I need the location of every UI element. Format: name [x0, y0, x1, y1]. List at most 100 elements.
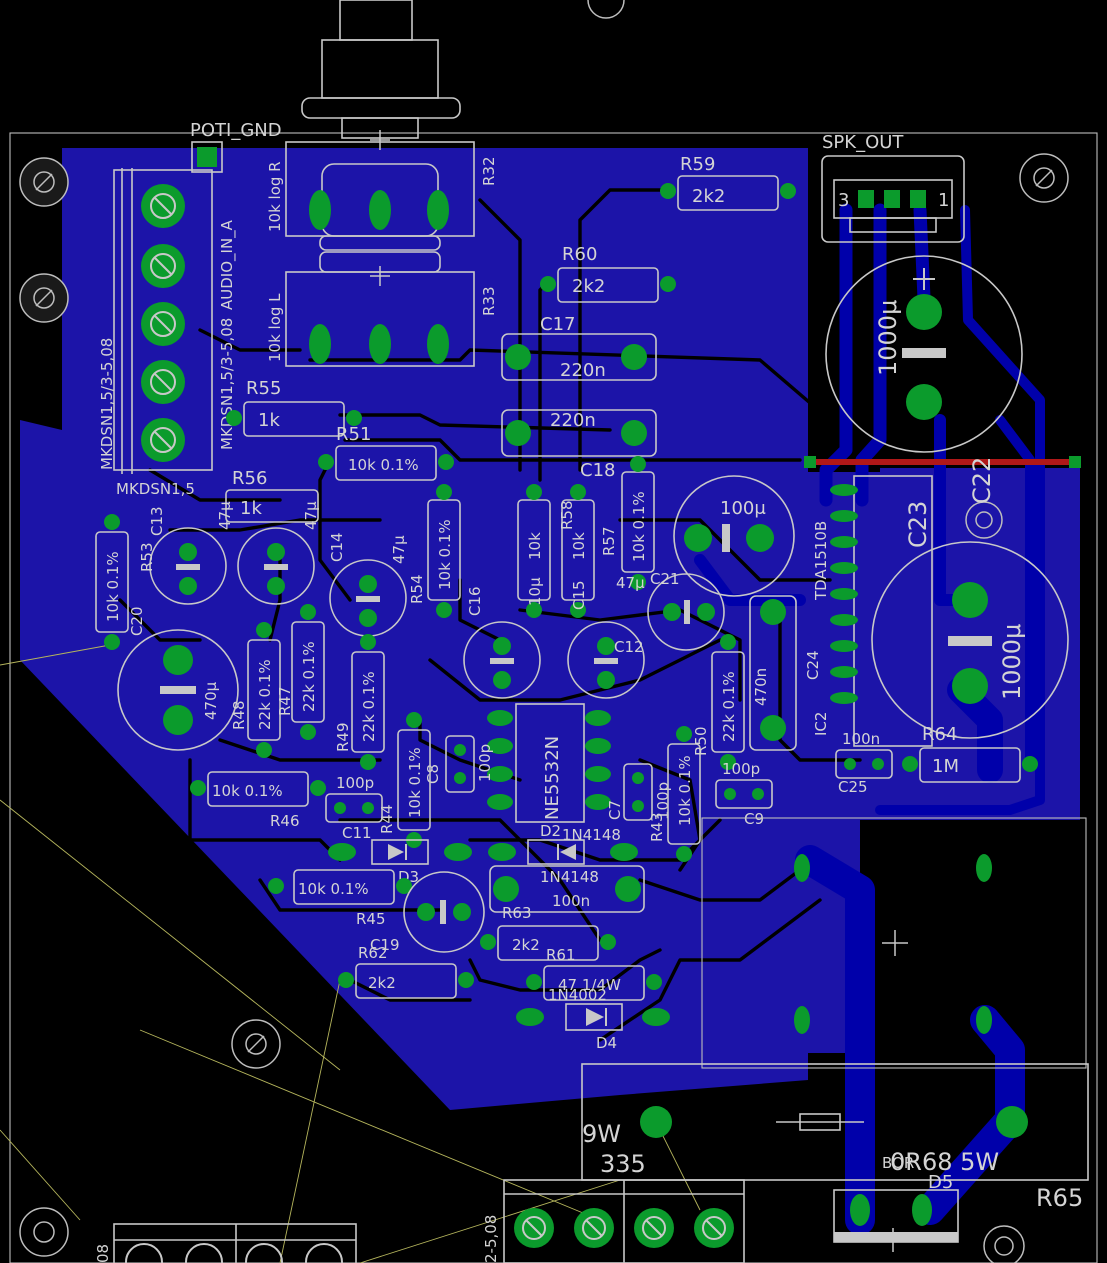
r60-ref: R60 [562, 244, 597, 265]
r55-ref: R55 [246, 378, 281, 399]
r54-ref: R54 [408, 574, 426, 604]
c15-value: 10μ [526, 577, 544, 606]
r50-ref: R50 [692, 726, 710, 756]
resistor-r45 [268, 869, 412, 905]
resistor-r55 [226, 401, 362, 437]
r33-value: 10k log L [266, 293, 284, 362]
capacitor-c12 [567, 621, 645, 699]
resistor-r60 [540, 267, 676, 303]
c22-ref: C22 [968, 457, 996, 504]
r32-ref: R32 [480, 156, 498, 186]
r57-value: 10k 0.1% [630, 491, 648, 562]
r65-body [581, 1063, 1089, 1181]
power-terminal [503, 1179, 745, 1263]
c19-ref: C19 [370, 936, 400, 954]
r57-ref: R57 [600, 526, 618, 556]
c11-ref: C11 [342, 824, 372, 842]
resistor-r58 [561, 484, 595, 618]
r52-value: 10k [526, 532, 544, 560]
board-outline [9, 132, 1098, 1263]
r43-value: 10k 0.1% [676, 755, 694, 826]
d4-value: 1N4002 [548, 986, 607, 1004]
r43-ref: R43 [648, 812, 666, 842]
r65-pad [640, 1106, 672, 1138]
spk-pin1: 1 [938, 190, 949, 211]
capacitor-c8 [445, 735, 475, 793]
c12-ref: C12 [614, 638, 644, 656]
capacitor-c13 [149, 527, 227, 605]
d5-ref: D5 [928, 1172, 953, 1193]
ic-ne5532 [487, 703, 611, 823]
r47-ref: R47 [276, 686, 294, 716]
capacitor-c7 [623, 763, 653, 821]
r62-value: 2k2 [368, 974, 396, 992]
c13-ref: C13 [148, 506, 166, 536]
mounting-hole [19, 1207, 69, 1257]
r51-ref: R51 [336, 424, 371, 445]
mounting-hole [19, 273, 69, 323]
resistor-r64 [902, 747, 1038, 783]
heatsink-outline [701, 817, 1087, 1069]
c11-value: 100p [336, 774, 374, 792]
resistor-r48 [247, 622, 281, 758]
capacitor-c9 [715, 779, 773, 809]
capacitor-c10 [673, 475, 795, 597]
capacitor-c16 [463, 621, 541, 699]
r45-value: 10k 0.1% [298, 880, 369, 898]
mkdsn-label: MKDSN1,5 [116, 480, 195, 498]
r46-value: 10k 0.1% [212, 782, 283, 800]
r64-value: 1M [932, 756, 959, 777]
resistor-r43 [667, 726, 701, 862]
capacitor-c22 [825, 255, 1023, 453]
r58-ref: R58 [558, 500, 576, 530]
c13-value: 47μ [216, 501, 234, 530]
c18-value: 220n [550, 410, 596, 431]
capacitor-c21 [647, 573, 725, 651]
c18-ref: C18 [580, 460, 615, 481]
ic2-ref: IC2 [812, 712, 830, 736]
c25-value: 100n [842, 730, 880, 748]
resistor-r63 [480, 925, 616, 961]
r45-ref: R45 [356, 910, 386, 928]
r47-value: 22k 0.1% [300, 641, 318, 712]
r65-value: 0R68 5W [890, 1148, 999, 1176]
r60-value: 2k2 [572, 276, 605, 297]
via [1069, 456, 1081, 468]
capacitor-c25 [835, 749, 893, 779]
origin-marks [370, 130, 908, 1252]
capacitor-c24 [749, 595, 797, 751]
ic-tda1510 [830, 475, 933, 747]
r44-value: 10k 0.1% [406, 747, 424, 818]
mkds-label-b: MKDSN1,5/3-5,08 [98, 338, 116, 470]
c20-ref: C20 [128, 606, 146, 636]
resistor-r52 [517, 484, 551, 618]
r46-ref: R46 [270, 812, 300, 830]
capacitor-c23 [871, 541, 1069, 739]
capacitor-c14 [237, 527, 315, 605]
c23-ref: C23 [904, 501, 932, 548]
d2-ref: D2 [540, 822, 561, 840]
r49-ref: R49 [334, 722, 352, 752]
c9-ref: C9 [744, 810, 764, 828]
r54-value: 10k 0.1% [436, 519, 454, 590]
r65-pad [996, 1106, 1028, 1138]
r63-value: 2k2 [512, 936, 540, 954]
resistor-r51 [318, 445, 454, 481]
d5-package [833, 1189, 959, 1243]
r48-value: 22k 0.1% [256, 659, 274, 730]
via [804, 456, 816, 468]
spk-pin3: 3 [838, 190, 849, 211]
c25-ref: C25 [838, 778, 868, 796]
audio-in-label: AUDIO_IN_A [218, 219, 237, 310]
mounting-hole [983, 1225, 1025, 1263]
c20-value: 470μ [202, 681, 220, 720]
resistor-r53 [95, 514, 129, 650]
r62-ref: R62 [358, 944, 388, 962]
c26-label: 1N4148 [540, 868, 599, 886]
r58-value: 10k [570, 532, 588, 560]
pwr-9w: 9W [582, 1120, 621, 1148]
pot-pads [309, 190, 449, 364]
power-pads [794, 854, 992, 1034]
capacitor-c19 [403, 871, 485, 953]
capacitor-c20 [117, 629, 239, 751]
